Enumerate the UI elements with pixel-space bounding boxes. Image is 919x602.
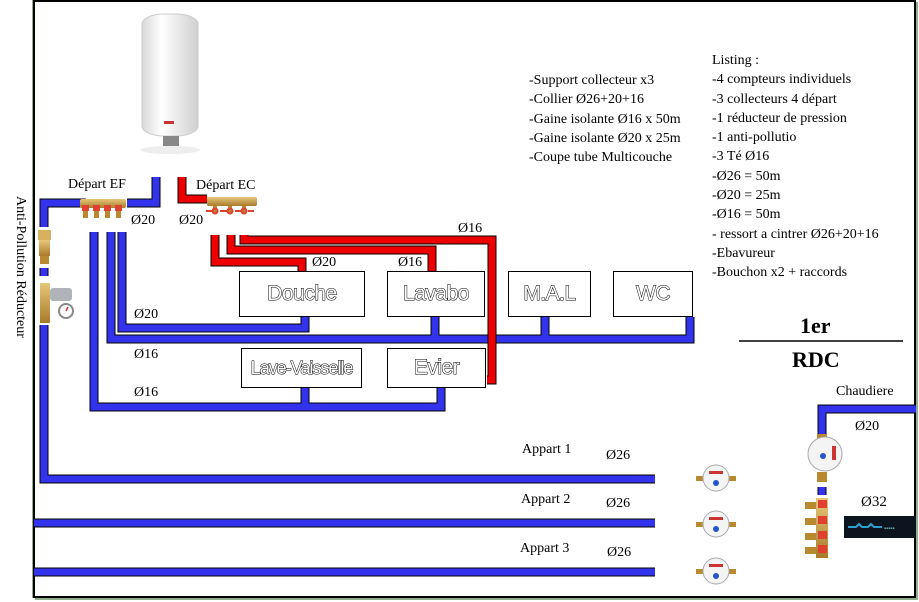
hot-collector-icon (206, 197, 257, 215)
supplies-item: -Support collecteur x3 (529, 73, 655, 88)
diameter-label: Ø16 (134, 385, 159, 400)
room-douche: Douche (239, 271, 365, 317)
listing-item: -4 compteurs individuels (712, 72, 852, 88)
listing-item: -Ø16 = 50m (712, 207, 781, 223)
supplies-list: -Support collecteur x3 -Collier Ø26+20+1… (529, 71, 681, 167)
anti-pollution-reducteur-label: Anti-Pollution Réducteur (13, 196, 28, 338)
listing-item: -Ebavureur (712, 245, 775, 261)
diameter-label: Ø20 (131, 213, 156, 228)
chaudiere-label: Chaudiere (836, 384, 894, 399)
room-mal: M.A.L (508, 271, 591, 317)
diameter-label: Ø16 (458, 221, 483, 236)
listing-item: -1 anti-pollutio (712, 130, 797, 146)
listing-item: -Ø26 = 50m (712, 168, 781, 184)
diameter-label: Ø26 (607, 545, 632, 560)
water-meter-icon (696, 464, 736, 492)
main-collector-icon (805, 498, 828, 558)
listing-item: -Ø20 = 25m (712, 188, 781, 204)
diameter-label: Ø16 (134, 347, 159, 362)
apartment-label: Appart 1 (522, 442, 572, 457)
room-label: Lave-Vaisselle (250, 357, 354, 378)
room-label: Douche (267, 282, 338, 306)
floor-label-lower: RDC (792, 347, 840, 372)
svg-text:▪▪▪▪▪: ▪▪▪▪▪ (884, 526, 895, 532)
diameter-label: Ø20 (179, 213, 204, 228)
listing-title: Listing : (712, 53, 760, 68)
pressure-reducer-icon (40, 283, 74, 323)
room-evier: Evier (387, 348, 486, 388)
hot-water-pipes (177, 177, 497, 385)
supplies-item: -Collier Ø26+20+16 (529, 92, 644, 108)
room-label: Lavabo (403, 282, 470, 306)
diameter-label: Ø26 (606, 448, 631, 463)
room-label: WC (636, 282, 672, 306)
supplies-item: -Coupe tube Multicouche (529, 150, 673, 166)
diameter-label: Ø32 (861, 494, 887, 510)
room-wc: WC (613, 271, 693, 317)
room-lave-vaisselle: Lave-Vaisselle (241, 348, 362, 388)
cold-collector-icon (80, 199, 126, 218)
water-meter-icon (696, 510, 736, 538)
water-heater-icon (140, 13, 200, 154)
floor-label-upper: 1er (800, 313, 831, 338)
cold-water-pipes (34, 177, 916, 577)
listing-item: -3 collecteurs 4 départ (712, 91, 837, 107)
diameter-label: Ø20 (312, 255, 337, 270)
apartment-label: Appart 3 (520, 541, 570, 556)
diameter-label: Ø26 (606, 496, 631, 511)
apartment-label: Appart 2 (521, 492, 571, 507)
supplies-item: -Gaine isolante Ø16 x 50m (529, 111, 681, 127)
listing-item: -Bouchon x2 + raccords (712, 265, 848, 281)
listing-item: - ressort a cintrer Ø26+20+16 (712, 226, 879, 242)
diameter-label: Ø20 (134, 307, 159, 322)
water-meter-icon (696, 557, 736, 585)
depart-ec-label: Départ EC (196, 178, 256, 193)
main-pipe-icon: ▪▪▪▪▪ (844, 516, 916, 538)
listing: Listing : -4 compteurs individuels -3 co… (712, 51, 879, 283)
listing-item: -1 réducteur de pression (712, 110, 847, 126)
supplies-item: -Gaine isolante Ø20 x 25m (529, 130, 681, 146)
anti-pollution-valve-icon (38, 230, 51, 264)
depart-ef-label: Départ EF (68, 177, 126, 192)
listing-item: -3 Té Ø16 (712, 149, 770, 165)
room-label: Evier (413, 356, 460, 380)
room-label: M.A.L (523, 282, 577, 306)
diameter-label: Ø16 (398, 255, 423, 270)
main-water-meter-icon (807, 434, 843, 482)
diameter-label: Ø20 (855, 419, 880, 434)
room-lavabo: Lavabo (387, 271, 485, 317)
